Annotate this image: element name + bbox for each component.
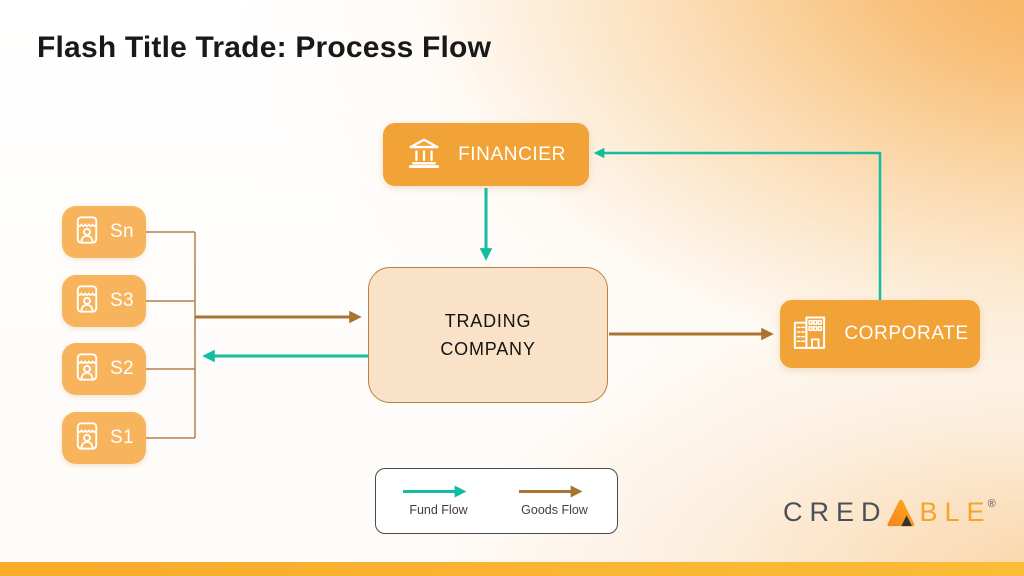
corporate-node: CORPORATE — [780, 300, 980, 368]
supplier-label: S3 — [110, 290, 134, 311]
logo-text-suffix: BLE — [919, 497, 992, 527]
fund-arrow-corporate-to-financier — [593, 147, 882, 300]
logo-arrow-a-icon — [886, 499, 914, 526]
financier-label: FINANCIER — [458, 143, 566, 165]
supplier-label: S1 — [110, 427, 134, 448]
buildings-icon — [791, 315, 831, 354]
storefront-icon — [73, 215, 101, 250]
supplier-tree-lines — [146, 231, 196, 439]
page-title: Flash Title Trade: Process Flow — [37, 31, 492, 64]
registered-trademark-symbol: ® — [987, 497, 996, 510]
fund-flow-arrow-icon — [402, 485, 467, 498]
storefront-icon — [73, 421, 101, 456]
legend-item-goods-flow: Goods Flow — [516, 485, 594, 517]
supplier-label: S2 — [110, 358, 134, 379]
storefront-icon — [73, 352, 101, 387]
supplier-node-s3: S3 — [62, 275, 146, 327]
bottom-accent-bar — [0, 562, 1024, 576]
supplier-node-sn: Sn — [62, 206, 146, 258]
supplier-node-s2: S2 — [62, 343, 146, 395]
financier-node: FINANCIER — [383, 123, 589, 186]
fund-flow-label: Fund Flow — [409, 503, 468, 517]
supplier-label: Sn — [110, 221, 134, 242]
trading-company-label-line1: TRADING — [444, 311, 532, 331]
legend: Fund Flow Goods Flow — [375, 468, 618, 534]
storefront-icon — [73, 284, 101, 319]
corporate-label: CORPORATE — [844, 323, 969, 344]
supplier-node-s1: S1 — [62, 412, 146, 464]
trading-company-label-line2: COMPANY — [440, 339, 536, 359]
logo-text-prefix: CRED — [783, 497, 888, 527]
credable-logo: CRED BLE ® — [783, 497, 1000, 528]
bank-icon — [406, 136, 442, 173]
goods-flow-arrow-icon — [518, 485, 583, 498]
trading-company-node: TRADING COMPANY — [368, 267, 608, 403]
goods-flow-label: Goods Flow — [521, 503, 588, 517]
legend-item-fund-flow: Fund Flow — [400, 485, 478, 517]
